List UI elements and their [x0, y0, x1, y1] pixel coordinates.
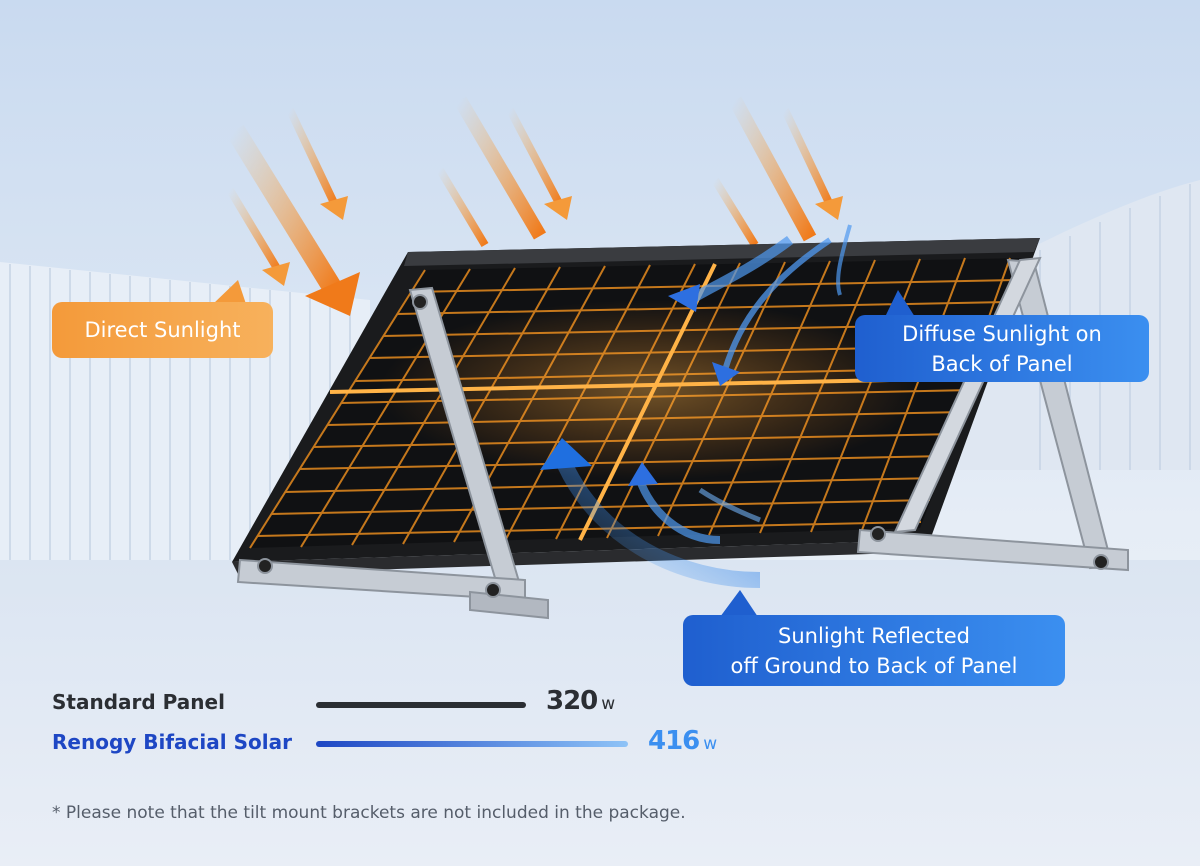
direct-callout-pointer	[213, 280, 246, 304]
diffuse-callout-pointer	[885, 290, 915, 317]
reflected-sunlight-arrows	[540, 438, 761, 588]
direct-sunlight-label: Direct Sunlight	[84, 318, 241, 342]
disclaimer-note: * Please note that the tilt mount bracke…	[52, 803, 686, 823]
standard-panel-label: Standard Panel	[52, 690, 225, 714]
bifacial-panel-label: Renogy Bifacial Solar	[52, 730, 292, 754]
diffuse-sunlight-callout: Diffuse Sunlight on Back of Panel	[855, 315, 1149, 382]
reflected-sunlight-callout: Sunlight Reflected off Ground to Back of…	[683, 615, 1065, 686]
bifacial-panel-watts: 416	[648, 726, 700, 756]
standard-panel-watts: 320	[546, 686, 598, 716]
reflected-sunlight-line1: Sunlight Reflected	[778, 623, 970, 648]
diffuse-sunlight-line2: Back of Panel	[931, 351, 1073, 376]
direct-sunlight-callout: Direct Sunlight	[52, 302, 273, 358]
diffuse-sunlight-arrows	[668, 224, 852, 386]
bifacial-panel-unit: w	[703, 734, 718, 754]
reflected-sunlight-line2: off Ground to Back of Panel	[730, 653, 1018, 678]
standard-panel-unit: w	[601, 694, 616, 714]
diffuse-sunlight-line1: Diffuse Sunlight on	[902, 321, 1102, 346]
direct-sunlight-arrows	[226, 96, 843, 316]
reflected-callout-pointer	[720, 590, 758, 617]
bifacial-power-bar	[316, 741, 628, 747]
standard-power-bar	[316, 702, 526, 708]
